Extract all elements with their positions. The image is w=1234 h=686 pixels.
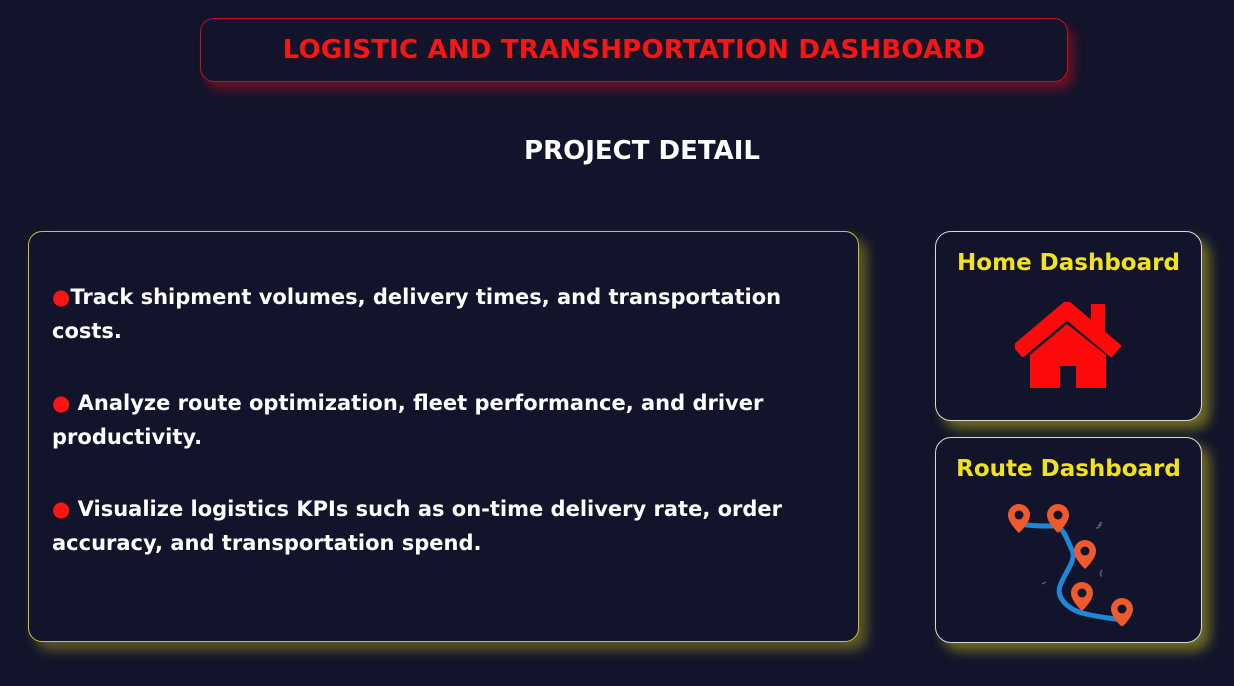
bullet-text: Analyze route optimization, fleet perfor…: [52, 391, 764, 449]
route-map-icon: [1008, 504, 1133, 626]
home-dashboard-button[interactable]: Home Dashboard: [935, 231, 1202, 421]
detail-bullet: ● Visualize logistics KPIs such as on-ti…: [52, 492, 836, 560]
project-detail-card: ●Track shipment volumes, delivery times,…: [28, 231, 859, 642]
bullet-dot-icon: ●: [52, 497, 71, 521]
detail-bullet: ●Track shipment volumes, delivery times,…: [52, 280, 836, 348]
house-icon: [1015, 302, 1121, 388]
page-title: LOGISTIC AND TRANSHPORTATION DASHBOARD: [282, 35, 986, 65]
route-dashboard-label: Route Dashboard: [956, 456, 1181, 482]
section-heading: PROJECT DETAIL: [524, 136, 760, 166]
home-dashboard-label: Home Dashboard: [957, 250, 1180, 276]
route-dashboard-button[interactable]: Route Dashboard: [935, 437, 1202, 643]
bullet-text: Track shipment volumes, delivery times, …: [52, 285, 782, 343]
bullet-dot-icon: ●: [52, 285, 71, 309]
title-banner: LOGISTIC AND TRANSHPORTATION DASHBOARD: [200, 18, 1068, 82]
detail-bullet: ● Analyze route optimization, fleet perf…: [52, 386, 836, 454]
bullet-dot-icon: ●: [52, 391, 71, 415]
bullet-text: Visualize logistics KPIs such as on-time…: [52, 497, 783, 555]
